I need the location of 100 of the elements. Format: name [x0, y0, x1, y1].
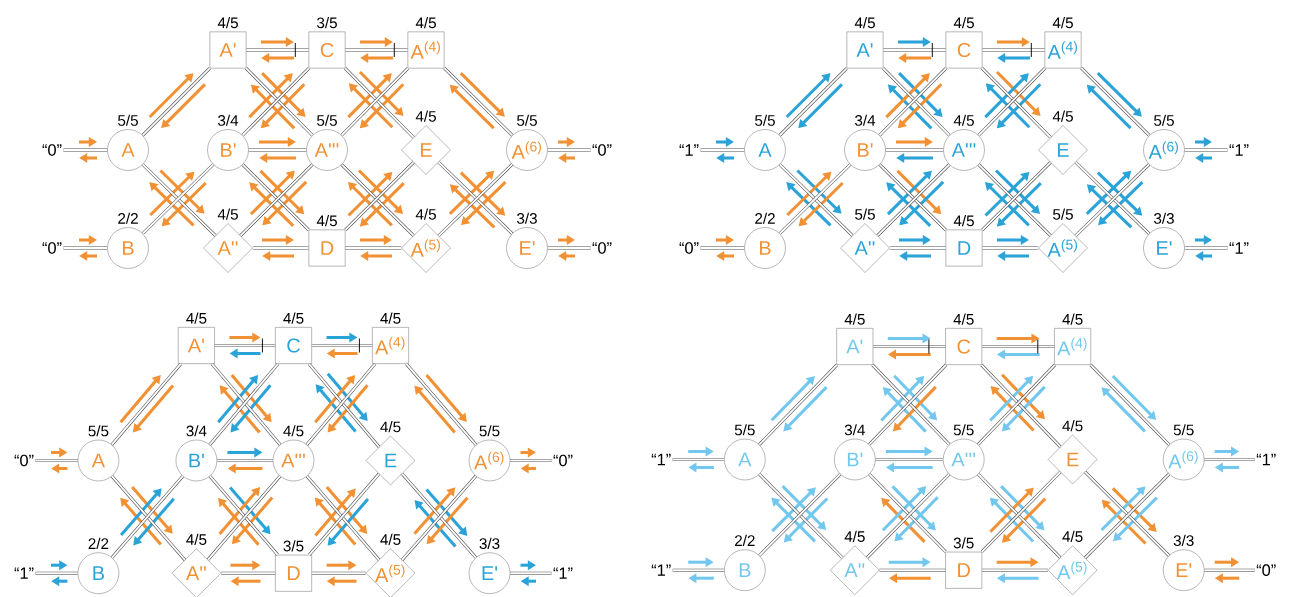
- value-label: “0”: [14, 454, 34, 467]
- wire: [110, 362, 182, 446]
- wire: [1089, 363, 1171, 446]
- diamond-node: A'': [840, 223, 890, 273]
- diamond-node: E: [1047, 434, 1098, 485]
- wire: [344, 48, 409, 52]
- wire: [62, 148, 109, 152]
- wire: [876, 163, 951, 237]
- square-node: A$^{(4)}$: [407, 31, 445, 69]
- ratio-label: 4/5: [1062, 530, 1083, 542]
- ratio-label: 5/5: [479, 425, 500, 437]
- circle-node: E': [506, 227, 548, 269]
- square-node: D: [308, 229, 346, 267]
- value-label: “1”: [679, 144, 699, 156]
- ratio-label: 2/2: [88, 537, 109, 550]
- square-node: C: [945, 31, 983, 69]
- ratio-label: 4/5: [415, 17, 436, 29]
- square-node: A': [836, 328, 874, 365]
- value-label: “1”: [651, 564, 671, 576]
- wire: [778, 67, 848, 137]
- circle-node: B: [77, 552, 120, 594]
- ratio-label: 2/2: [755, 212, 775, 224]
- ratio-label: 5/5: [1053, 208, 1073, 220]
- wire: [213, 343, 277, 348]
- circle-node: A''': [272, 439, 315, 482]
- circle-node: A''': [306, 129, 348, 171]
- circle-node: E': [1162, 549, 1205, 591]
- wire: [239, 163, 314, 237]
- value-label: “0”: [592, 242, 612, 254]
- ratio-label: 4/5: [380, 421, 401, 433]
- circle-node: E': [468, 552, 511, 594]
- circle-node: B: [107, 227, 149, 269]
- diamond-node: E: [401, 125, 451, 175]
- wire: [977, 67, 1046, 137]
- wire: [699, 148, 746, 152]
- value-label: “1”: [14, 567, 34, 579]
- circle-node: A$^{(6)}$: [468, 439, 511, 482]
- wire: [405, 362, 478, 446]
- wire: [878, 163, 947, 231]
- circle-node: A$^{(6)}$: [1162, 438, 1205, 481]
- wire: [251, 246, 310, 250]
- square-node: A$^{(4)}$: [1054, 328, 1091, 365]
- ratio-label: 5/5: [517, 114, 537, 126]
- ratio-label: 4/5: [844, 313, 865, 325]
- ratio-label: 5/5: [953, 424, 974, 436]
- value-label: “1”: [1256, 453, 1276, 466]
- value-label: “0”: [592, 144, 612, 156]
- ratio-label: 4/5: [1052, 17, 1073, 29]
- circle-node: A$^{(6)}$: [506, 129, 548, 171]
- ratio-label: 4/5: [1062, 420, 1083, 432]
- ratio-label: 4/5: [186, 312, 207, 324]
- value-label: “1”: [1229, 144, 1249, 156]
- wire: [874, 457, 944, 461]
- ratio-label: 3/5: [953, 537, 974, 549]
- circle-node: A''': [942, 438, 985, 481]
- diamond-node: A'': [830, 545, 880, 595]
- wire: [882, 48, 947, 52]
- wire: [671, 568, 725, 572]
- ratio-label: 4/5: [953, 313, 974, 325]
- ratio-label: 4/5: [854, 17, 875, 29]
- ratio-label: 5/5: [1173, 424, 1194, 436]
- circle-node: B: [724, 549, 766, 591]
- wire: [546, 148, 592, 152]
- square-node: A': [178, 327, 215, 364]
- ratio-label: 4/5: [953, 17, 974, 29]
- wire: [344, 246, 403, 250]
- circle-node: B': [175, 439, 218, 482]
- value-label: “0”: [42, 144, 62, 156]
- circle-node: A$^{(6)}$: [1143, 129, 1185, 171]
- wire: [1203, 457, 1256, 461]
- wire: [546, 246, 592, 250]
- diamond-node: A$^{(5)}$: [1047, 545, 1098, 595]
- wire: [310, 571, 367, 575]
- value-label: “0”: [553, 454, 573, 467]
- wire: [872, 344, 947, 349]
- diamond-node: E: [1038, 125, 1088, 175]
- ratio-label: 5/5: [118, 114, 138, 126]
- wire: [671, 457, 725, 461]
- wire: [981, 67, 1052, 139]
- circle-node: B': [207, 129, 249, 171]
- square-node: A$^{(4)}$: [372, 327, 409, 364]
- circle-node: A: [77, 439, 120, 482]
- ratio-label: 4/5: [217, 208, 238, 220]
- wire: [247, 148, 308, 152]
- wire: [340, 67, 409, 137]
- square-node: A': [846, 31, 884, 69]
- wire: [141, 67, 211, 137]
- ratio-label: 5/5: [88, 425, 109, 437]
- ratio-label: 3/4: [855, 114, 876, 126]
- wire: [443, 67, 514, 137]
- wire: [216, 458, 274, 463]
- circle-node: A: [107, 129, 149, 171]
- wire: [981, 48, 1046, 52]
- diamond-node: A'': [171, 548, 222, 597]
- ratio-label: 2/2: [118, 212, 138, 224]
- wire: [977, 163, 1052, 237]
- wire: [220, 571, 277, 575]
- value-label: “0”: [1256, 564, 1276, 576]
- wire: [888, 246, 947, 250]
- ratio-label: 5/5: [317, 114, 337, 126]
